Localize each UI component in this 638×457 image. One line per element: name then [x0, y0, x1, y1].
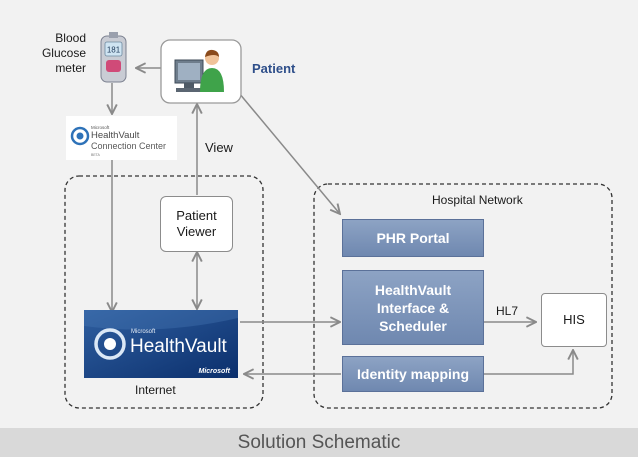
- patient-viewer-box: Patient Viewer: [160, 196, 233, 252]
- identity-mapping-box: Identity mapping: [342, 356, 484, 392]
- hospital-network-boundary: [313, 183, 613, 409]
- healthvault-logo: Microsoft HealthVault Microsoft: [84, 310, 238, 378]
- internet-label: Internet: [135, 383, 176, 397]
- internet-boundary: [64, 175, 264, 409]
- footer-title: Solution Schematic: [0, 428, 638, 457]
- arrow-patient-to-phr-portal: [233, 86, 340, 214]
- blood-glucose-meter-label: Blood Glucose meter: [41, 31, 86, 75]
- svg-text:BETA: BETA: [91, 153, 101, 157]
- healthvault-interface-scheduler-box: HealthVault Interface & Scheduler: [342, 270, 484, 345]
- patient-label: Patient: [252, 61, 296, 76]
- healthvault-connection-center-logo: Microsoft HealthVault Connection Center …: [66, 116, 177, 160]
- blood-glucose-meter-icon: 181: [100, 32, 127, 83]
- svg-text:Connection Center: Connection Center: [91, 141, 166, 151]
- svg-text:181: 181: [107, 46, 121, 55]
- hl7-label: HL7: [496, 304, 519, 318]
- view-label: View: [205, 140, 233, 155]
- svg-text:HealthVault: HealthVault: [91, 130, 140, 141]
- svg-text:Microsoft: Microsoft: [91, 125, 110, 130]
- svg-text:HealthVault: HealthVault: [130, 336, 228, 357]
- svg-text:Microsoft: Microsoft: [199, 368, 231, 375]
- arrow-identity-to-his: [484, 350, 573, 375]
- hospital-network-label: Hospital Network: [432, 193, 523, 207]
- patient-computer-icon: [174, 49, 224, 92]
- svg-text:Microsoft: Microsoft: [131, 329, 156, 335]
- phr-portal-box: PHR Portal: [342, 219, 484, 257]
- his-box: HIS: [541, 293, 607, 347]
